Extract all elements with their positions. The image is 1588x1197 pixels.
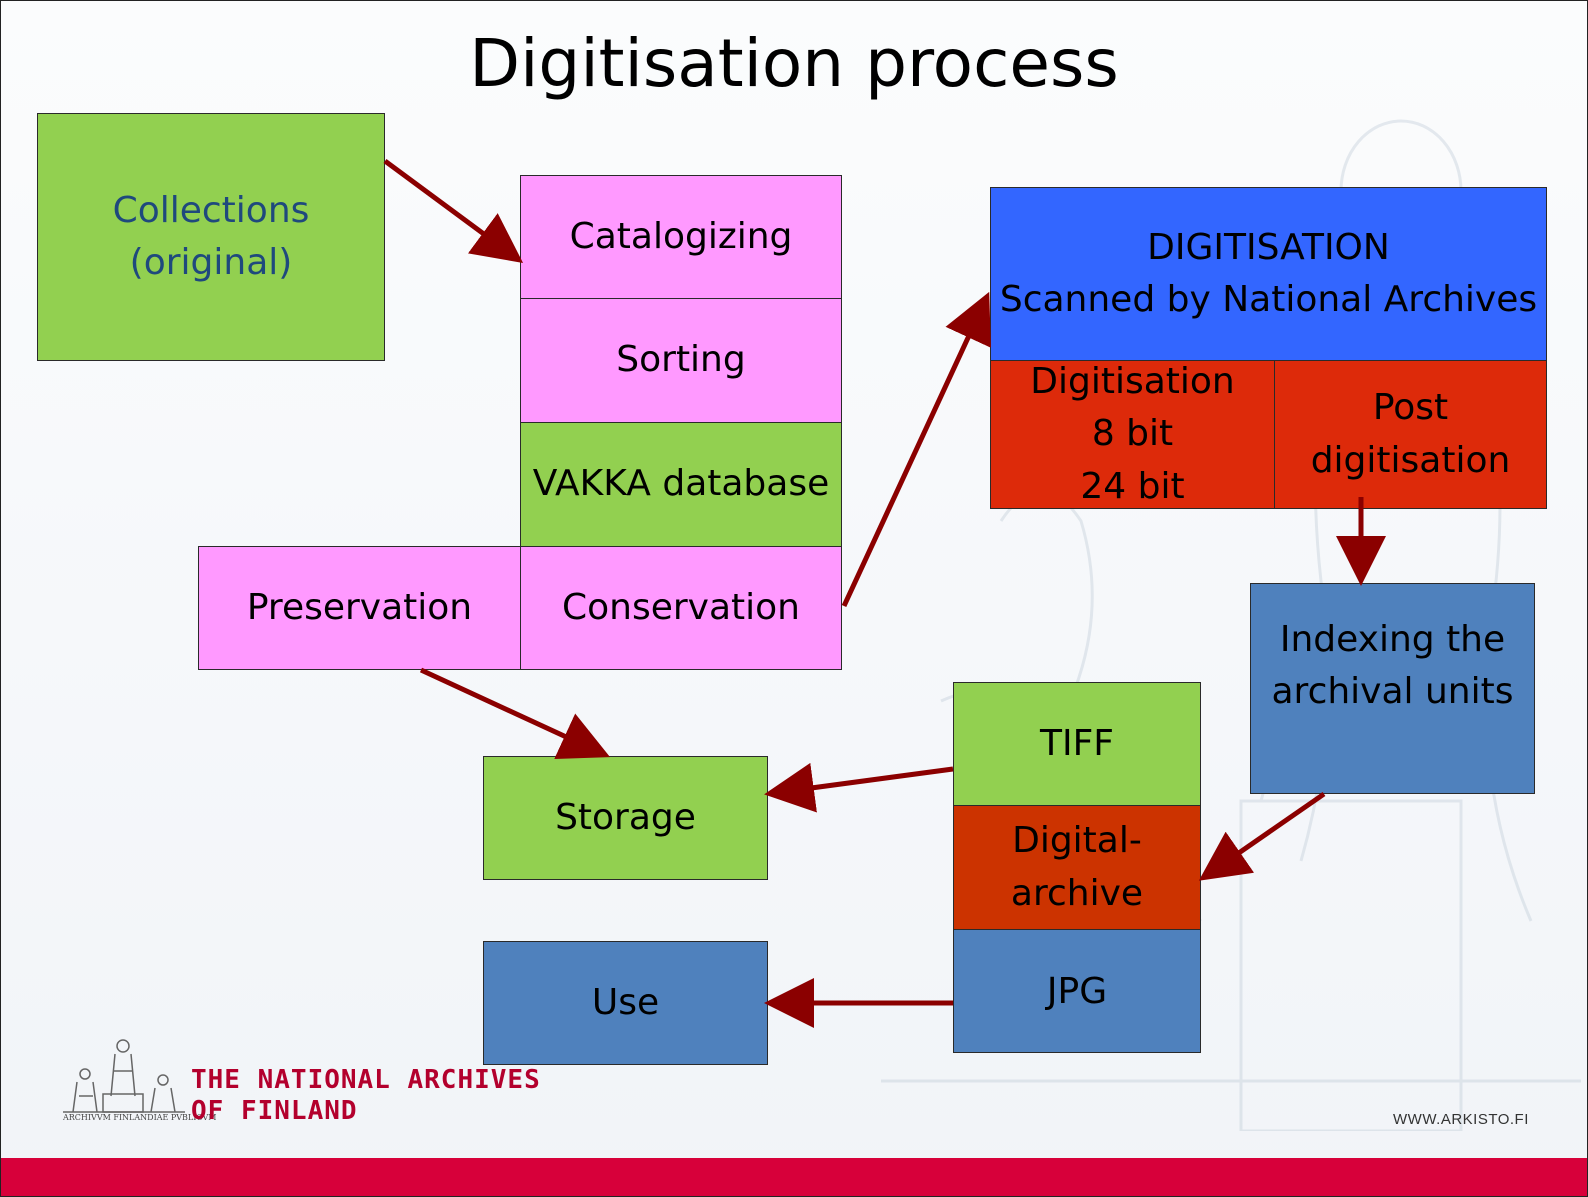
storage-label: Storage (555, 796, 696, 838)
jpg-box: JPG (953, 929, 1201, 1053)
preservation-box: Preservation (198, 546, 521, 670)
slide-title: Digitisation process (469, 25, 1119, 102)
vakka-database-box: VAKKA database (520, 422, 842, 547)
tiff-box: TIFF (953, 682, 1201, 806)
national-archives-logo-icon (63, 1039, 185, 1113)
collections-label: Collections (original) (112, 189, 310, 283)
website-url: WWW.ARKISTO.FI (1393, 1111, 1529, 1128)
national-archives-logo-text: THE NATIONAL ARCHIVES OF FINLAND (191, 1065, 541, 1127)
footer-bar (1, 1158, 1587, 1196)
storage-box: Storage (483, 756, 768, 880)
sorting-box: Sorting (520, 298, 842, 423)
post-digitisation-label: Post digitisation (1310, 387, 1511, 481)
indexing-box: Indexing the archival units (1250, 583, 1535, 794)
arrow-indexing-to-archive (1198, 791, 1326, 881)
jpg-label: JPG (1046, 971, 1108, 1012)
digitisation-header-label: DIGITISATION Scanned by National Archive… (999, 226, 1538, 320)
tiff-label: TIFF (1039, 722, 1115, 764)
digitisation-bits-box: Digitisation 8 bit 24 bit (990, 360, 1275, 509)
post-digitisation-box: Post digitisation (1274, 360, 1547, 509)
logo-line-2: OF FINLAND (191, 1096, 358, 1126)
arrow-conservation-to-digitisation (841, 291, 991, 608)
digitisation-bits-label: Digitisation 8 bit 24 bit (1030, 361, 1235, 507)
use-box: Use (483, 941, 768, 1065)
arrow-preservation-to-storage (419, 667, 611, 759)
conservation-label: Conservation (561, 586, 800, 628)
digital-archive-label: Digital- archive (1010, 820, 1144, 914)
digital-archive-box: Digital- archive (953, 805, 1201, 930)
preservation-label: Preservation (246, 586, 473, 628)
indexing-label: Indexing the archival units (1271, 619, 1514, 713)
logo-latin-motto: ARCHIVVM FINLANDIAE PVBLICVM (63, 1113, 217, 1122)
arrow-tiff-to-storage (764, 762, 954, 813)
collections-box: Collections (original) (37, 113, 385, 361)
arrow-collections-to-catalogizing (383, 158, 524, 263)
catalogizing-label: Catalogizing (569, 215, 793, 257)
digitisation-header-box: DIGITISATION Scanned by National Archive… (990, 187, 1547, 361)
catalogizing-box: Catalogizing (520, 175, 842, 299)
logo-line-1: THE NATIONAL ARCHIVES (191, 1065, 541, 1095)
conservation-box: Conservation (520, 546, 842, 670)
sorting-label: Sorting (616, 339, 746, 381)
vakka-database-label: VAKKA database (532, 463, 830, 505)
use-label: Use (591, 981, 660, 1023)
